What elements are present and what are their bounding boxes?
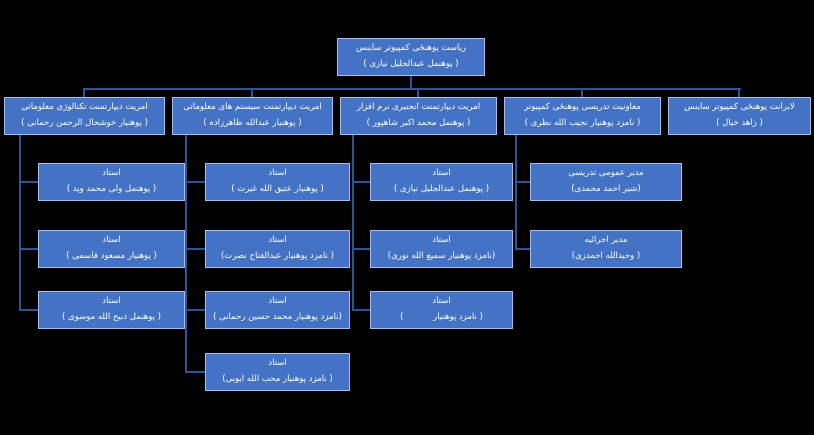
connector-line [410,76,412,89]
node-name: ( پوهنیار عتیق الله غیرت ) [231,184,324,194]
org-node-teacher: استاد ( پوهنمل ذبیح الله موسوی ) [38,291,185,329]
connector-line [515,181,530,183]
node-title: لابرانت پوهنځی کمپیوتر ساینس [684,102,795,112]
connector-line [352,309,370,311]
org-node-executive-manager: مدیر اجرائیه ( وحیدالله احمدزی) [530,230,682,268]
node-name: ( زاهد خیال ) [716,118,763,128]
connector-line [185,135,187,373]
org-node-teacher: استاد ( پوهنیار عتیق الله غیرت ) [205,163,350,201]
org-node-laborant: لابرانت پوهنځی کمپیوتر ساینس ( زاهد خیال… [668,97,811,135]
node-title: استاد [432,296,451,306]
node-name: ( پوهنیار خوشحال الرحمن رحمانی ) [21,118,148,128]
org-node-teacher: استاد ( پوهنیار مسعود قاسمی ) [38,230,185,268]
node-title: استاد [432,235,451,245]
node-title: استاد [102,235,121,245]
node-title: آمریت دیپارتمنت سیستم های معلوماتی [183,102,322,112]
node-title: آمریت دیپارتمنت انجنیری نرم افزار [356,102,481,112]
node-name: (نامزد پوهنیار محمد حسین رحمانی ) [213,312,342,322]
node-name: (شیر احمد محمدی) [571,184,641,194]
node-title: استاد [268,235,287,245]
node-title: معاونیت تدریسی پوهنځی کمپیوتر [524,102,641,112]
connector-line [738,88,740,97]
connector-line [19,309,38,311]
connector-line [352,248,370,250]
connector-line [581,88,583,97]
connector-line [417,88,419,97]
node-name: ( نامزد پوهنیار محب الله ایوبی) [222,374,333,384]
connector-line [185,248,205,250]
node-title: استاد [102,168,121,178]
node-title: مدیر عمومی تدریسی [568,168,644,178]
node-title: استاد [432,168,451,178]
node-title: مدیر اجرائیه [584,235,628,245]
org-node-teacher: استاد ( پوهنمل عبدالجلیل نیازی ) [370,163,513,201]
org-node-teaching-deputy: معاونیت تدریسی پوهنځی کمپیوتر ( نامزد پو… [504,97,661,135]
node-title: استاد [268,168,287,178]
connector-line [19,135,21,310]
node-title: آمریت دیپارتمنت تکنالوژی معلوماتی [21,102,148,112]
org-node-dept-se: آمریت دیپارتمنت انجنیری نرم افزار ( پوهن… [340,97,497,135]
node-name: ( پوهنمل عبدالجلیل نیازی ) [363,59,459,69]
node-name: ( نامزد پوهنیار نجیب الله نظری ) [524,118,641,128]
connector-line [83,88,85,97]
connector-line [515,248,530,250]
connector-line [19,181,38,183]
node-name: ( پوهنیار عبدالله ظاهرزاده ) [203,118,302,128]
org-node-teacher: استاد ( نامزد پوهنیار عبدالفتاح نصرت) [205,230,350,268]
node-name: ( پوهنمل ذبیح الله موسوی ) [62,312,161,322]
node-name: ( پوهنمل ولی محمد وید ) [66,184,157,194]
connector-line [352,135,354,310]
node-title: استاد [268,358,287,368]
node-name: ( پوهنمل عبدالجلیل نیازی ) [393,184,490,194]
org-node-teacher: استاد (نامزد پوهنیار سمیع الله نوری) [370,230,513,268]
org-node-teacher: استاد ( نامزد پوهنیار محب الله ایوبی) [205,353,350,391]
node-name: (نامزد پوهنیار سمیع الله نوری) [387,251,496,261]
org-node-general-teaching-manager: مدیر عمومی تدریسی (شیر احمد محمدی) [530,163,682,201]
node-name: ( نامزد پوهنیار ) [400,312,483,322]
node-title: ریاست پوهنځی کمپیوتر ساینس [355,43,467,53]
org-node-teacher: استاد (نامزد پوهنیار محمد حسین رحمانی ) [205,291,350,329]
node-name: ( نامزد پوهنیار عبدالفتاح نصرت) [221,251,334,261]
org-node-dept-is: آمریت دیپارتمنت سیستم های معلوماتی ( پوه… [172,97,333,135]
node-title: استاد [102,296,121,306]
node-name: ( پوهنمل محمد اکبر شاهپور ) [366,118,471,128]
connector-line [19,248,38,250]
connector-line [185,181,205,183]
connector-line [352,181,370,183]
org-node-teacher: استاد ( پوهنمل ولی محمد وید ) [38,163,185,201]
connector-line [185,371,205,373]
org-node-dept-it: آمریت دیپارتمنت تکنالوژی معلوماتی ( پوهن… [4,97,165,135]
node-name: ( پوهنیار مسعود قاسمی ) [66,251,157,261]
org-node-root: ریاست پوهنځی کمپیوتر ساینس ( پوهنمل عبدا… [337,38,485,76]
org-node-teacher: استاد ( نامزد پوهنیار ) [370,291,513,329]
connector-line [83,88,741,90]
connector-line [515,135,517,249]
connector-line [185,309,205,311]
connector-line [251,88,253,97]
node-title: استاد [268,296,287,306]
node-name: ( وحیدالله احمدزی) [571,251,641,261]
